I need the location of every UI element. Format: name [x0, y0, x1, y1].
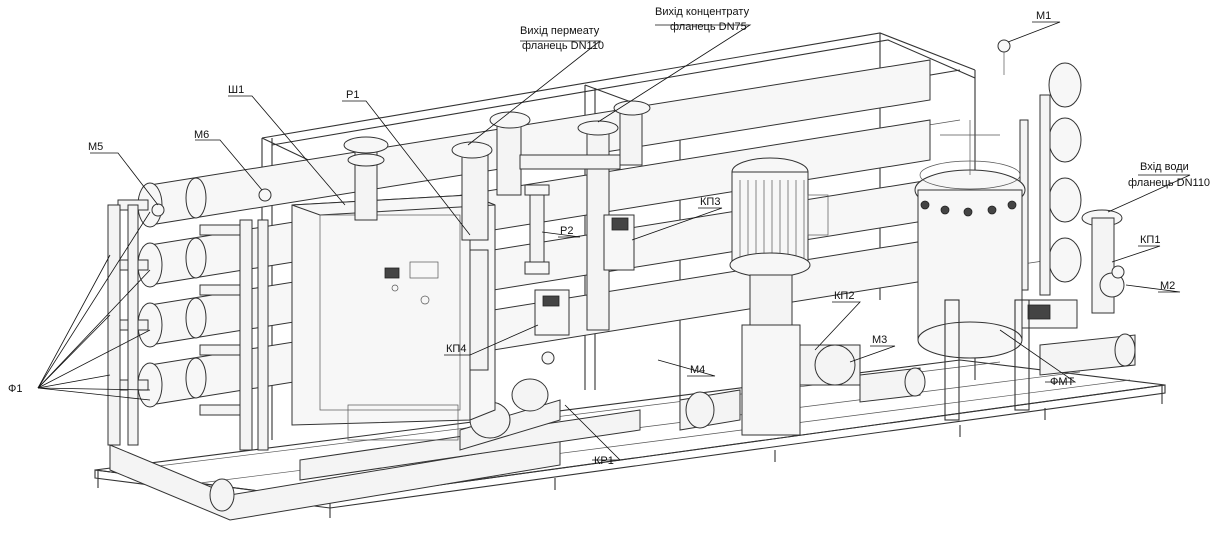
label-kp3: КП3 [700, 196, 720, 208]
label-p2: Р2 [560, 225, 573, 237]
label-kp4: КП4 [446, 343, 466, 355]
actuated-valves [534, 214, 1078, 373]
label-m2: М2 [1160, 280, 1175, 292]
leader-lines [37, 21, 1191, 461]
label-sh1: Ш1 [228, 84, 244, 96]
label-p1: Р1 [346, 89, 359, 101]
high-pressure-pump [729, 157, 861, 436]
label-kp2: КП2 [834, 290, 854, 302]
label-m3: М3 [872, 334, 887, 346]
rotameters [524, 184, 550, 275]
inlet-flange [1081, 209, 1125, 314]
cartridge-filter [914, 120, 1030, 421]
label-concentrate-1: Вихід концентрату [655, 6, 750, 18]
label-kp1-bottom: КР1 [594, 455, 614, 467]
label-concentrate-2: фланець DN75 [670, 21, 747, 33]
pressure-gauges [151, 39, 1125, 365]
membrane-vessels-right [1019, 62, 1082, 296]
label-kp1: КП1 [1140, 234, 1160, 246]
label-water-in-1: Вхід води [1140, 161, 1189, 173]
label-m4: М4 [690, 364, 705, 376]
label-m6: М6 [194, 129, 209, 141]
flange-risers [343, 100, 651, 371]
label-permeate-1: Вихід пермеату [520, 25, 600, 37]
label-fmt: ФМТ [1050, 376, 1075, 388]
callout-labels: Ф1 М5 М6 Ш1 Р1 Вихід пермеату фланець DN… [8, 6, 1210, 467]
label-m5: М5 [88, 141, 103, 153]
label-m1: М1 [1036, 10, 1051, 22]
label-water-in-2: фланець DN110 [1128, 177, 1210, 189]
label-permeate-2: фланець DN110 [522, 40, 604, 52]
label-f1: Ф1 [8, 383, 22, 395]
bottom-header-pipe [109, 333, 1136, 521]
